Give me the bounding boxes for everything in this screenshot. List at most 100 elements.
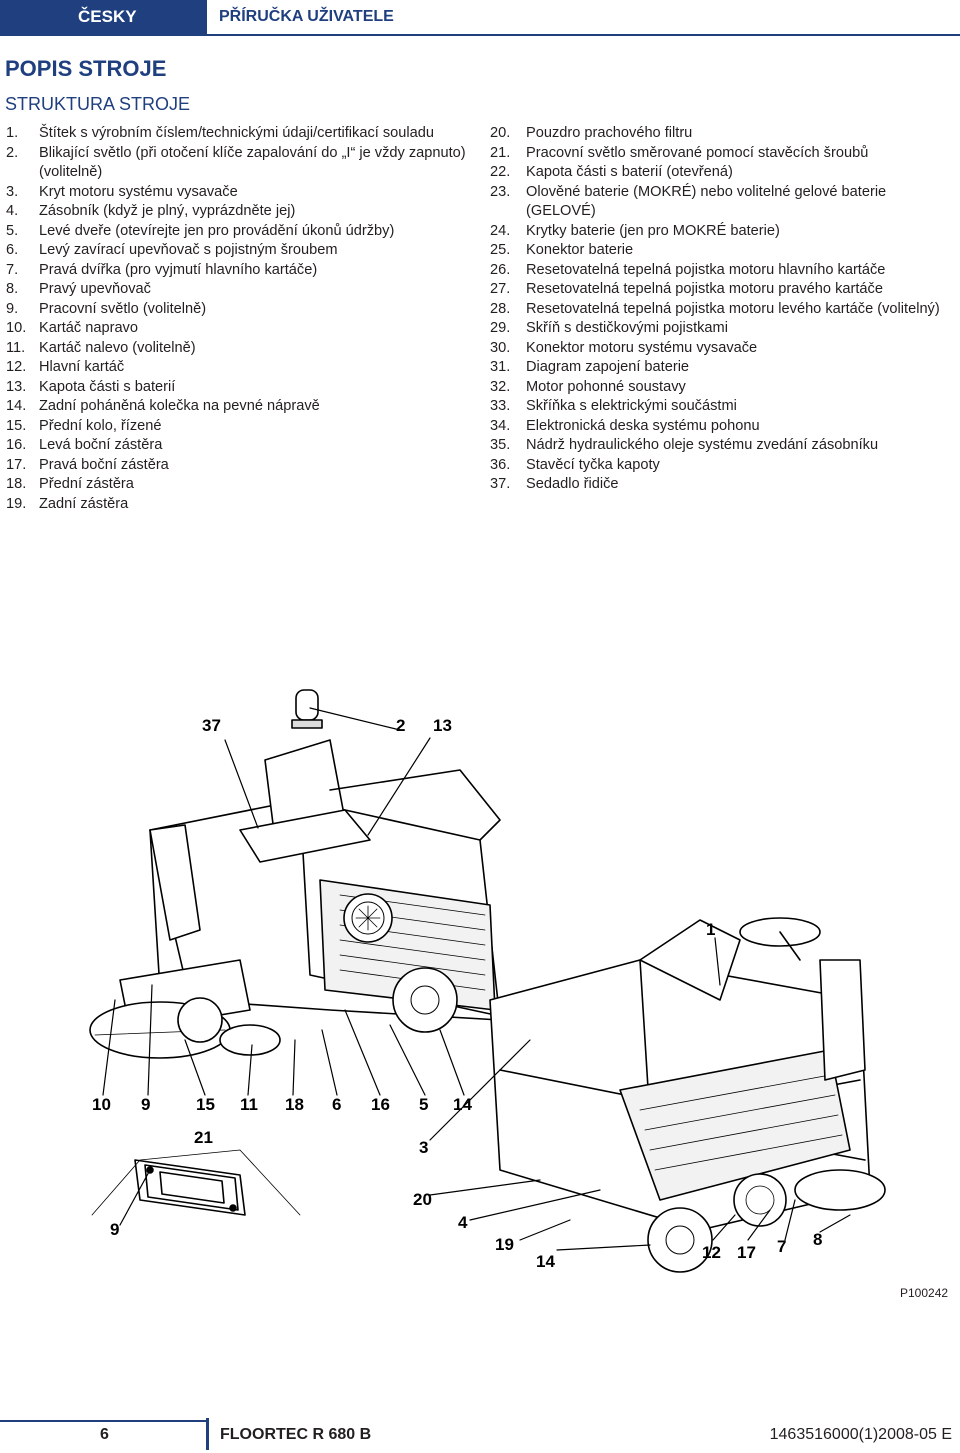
document-code: 1463516000(1)2008-05 E (769, 1426, 952, 1443)
item-text: Kapota části s baterií (otevřená) (526, 164, 733, 180)
item-number: 12. (6, 359, 27, 375)
item-number: 4. (6, 203, 19, 219)
list-item: 14.Zadní poháněná kolečka na pevné nápra… (6, 397, 466, 417)
item-number: 16. (6, 437, 27, 453)
page-number: 6 (100, 1426, 109, 1443)
item-text: Skříňka s elektrickými součástmi (526, 398, 737, 414)
item-number: 23. (490, 183, 511, 200)
parts-list-left: 1.Štítek s výrobním číslem/technickými ú… (6, 124, 466, 514)
item-number: 24. (490, 222, 511, 239)
callout-9-inset: 9 (110, 1220, 120, 1239)
list-item: 9.Pracovní světlo (volitelně) (6, 300, 466, 320)
item-text: Elektronická deska systému pohonu (526, 417, 760, 434)
item-number: 25. (490, 242, 511, 258)
item-text: Pracovní světlo (volitelně) (39, 300, 207, 317)
callout-14-right: 14 (536, 1252, 555, 1271)
list-item: 34. Elektronická deska systému pohonu (490, 417, 955, 437)
list-item: 23.Olověné baterie (MOKRÉ) nebo voliteln… (490, 183, 955, 222)
item-text: Stavěcí tyčka kapoty (526, 456, 660, 473)
item-text: Kapota části s baterií (39, 378, 176, 395)
list-item: 15. Přední kolo, řízené (6, 417, 466, 437)
item-text: Levý zavírací upevňovač s pojistným šrou… (39, 242, 338, 258)
list-item: 13.Kapota části s baterií (6, 378, 466, 398)
list-item: 27.Resetovatelná tepelná pojistka motoru… (490, 280, 955, 300)
item-text: Krytky baterie (jen pro MOKRÉ baterie) (526, 222, 780, 239)
item-number: 34. (490, 417, 511, 434)
work-light-inset (91, 1149, 301, 1216)
item-text: Skříň s destičkovými pojistkami (526, 320, 728, 336)
item-text: Sedadlo řidiče (526, 476, 619, 492)
item-number: 11. (6, 339, 26, 356)
header-title: PŘÍRUČKA UŽIVATELE (219, 8, 394, 25)
item-text: Konektor motoru systému vysavače (526, 339, 758, 356)
list-item: 16. Levá boční zástěra (6, 436, 466, 456)
item-text: Diagram zapojení baterie (526, 359, 690, 375)
callout-7: 7 (777, 1237, 787, 1256)
section-title: POPIS STROJE (5, 56, 167, 81)
callout-14: 14 (453, 1095, 472, 1114)
item-number: 32. (490, 378, 511, 395)
item-number: 29. (490, 320, 511, 336)
callout-16: 16 (371, 1095, 390, 1114)
item-text: Kartáč nalevo (volitelně) (39, 339, 196, 356)
item-number: 18. (6, 476, 27, 492)
item-number: 33. (490, 398, 511, 414)
list-item: 2.Blikající světlo (při otočení klíče za… (6, 144, 466, 183)
list-item: 32.Motor pohonné soustavy (490, 378, 955, 398)
list-item: 17. Pravá boční zástěra (6, 456, 466, 476)
item-text: Pravý upevňovač (39, 281, 151, 297)
callout-17: 17 (737, 1243, 756, 1262)
item-text: Zásobník (když je plný, vyprázdněte jej) (39, 203, 296, 219)
list-item: 19. Zadní zástěra (6, 495, 466, 515)
callout-10: 10 (92, 1095, 111, 1114)
item-number: 30. (490, 339, 511, 356)
leader-lines (102, 707, 851, 1251)
item-number: 21. (490, 144, 511, 161)
callout-3: 3 (419, 1138, 429, 1157)
item-number: 35. (490, 437, 511, 453)
header-language: ČESKY (0, 0, 207, 34)
callout-11: 11 (240, 1095, 258, 1114)
callout-4: 4 (458, 1213, 468, 1232)
item-text: Levá boční zástěra (39, 437, 163, 453)
item-number: 17. (6, 456, 27, 473)
callout-9: 9 (141, 1095, 151, 1114)
item-number: 26. (490, 261, 511, 278)
list-item: 25. Konektor baterie (490, 241, 955, 261)
item-number: 15. (6, 417, 27, 434)
model-name: FLOORTEC R 680 B (220, 1426, 372, 1443)
item-number: 3. (6, 183, 19, 200)
list-item: 10.Kartáč napravo (6, 319, 466, 339)
item-text: Konektor baterie (526, 242, 634, 258)
item-number: 20. (490, 125, 511, 141)
parts-list-right: 20. Pouzdro prachového filtru 21.Pracovní… (490, 124, 955, 495)
item-text: Resetovatelná tepelná pojistka motoru le… (526, 300, 940, 317)
callout-13: 13 (433, 716, 452, 735)
item-text: Pouzdro prachového filtru (526, 125, 693, 141)
list-item: 29. Skříň s destičkovými pojistkami (490, 319, 955, 339)
list-item: 26.Resetovatelná tepelná pojistka motoru… (490, 261, 955, 281)
item-text: Zadní zástěra (39, 495, 129, 512)
item-text: Pravá boční zástěra (39, 456, 169, 473)
item-number: 19. (6, 495, 27, 512)
callout-19: 19 (495, 1235, 514, 1254)
list-item: 22.Kapota části s baterií (otevřená) (490, 163, 955, 183)
item-text: Přední kolo, řízené (39, 417, 162, 434)
item-number: 31. (490, 359, 511, 375)
left-machine-illustration (89, 689, 501, 1059)
list-item: 7.Pravá dvířka (pro vyjmutí hlavního kar… (6, 261, 466, 281)
list-item: 35.Nádrž hydraulického oleje systému zve… (490, 436, 955, 456)
item-number: 14. (6, 398, 27, 414)
list-item: 28.Resetovatelná tepelná pojistka motoru… (490, 300, 955, 320)
list-item: 21.Pracovní světlo směrované pomocí stav… (490, 144, 955, 164)
item-text: Kryt motoru systému vysavače (39, 183, 238, 200)
item-text: Štítek s výrobním číslem/technickými úda… (39, 125, 434, 141)
item-number: 7. (6, 261, 19, 278)
list-item: 5.Levé dveře (otevírejte jen pro provádě… (6, 222, 466, 242)
item-text: Levé dveře (otevírejte jen pro provádění… (39, 222, 395, 239)
list-item: 36.Stavěcí tyčka kapoty (490, 456, 955, 476)
item-number: 27. (490, 281, 511, 297)
list-item: 24. Krytky baterie (jen pro MOKRÉ baterie… (490, 222, 955, 242)
item-number: 6. (6, 242, 19, 258)
